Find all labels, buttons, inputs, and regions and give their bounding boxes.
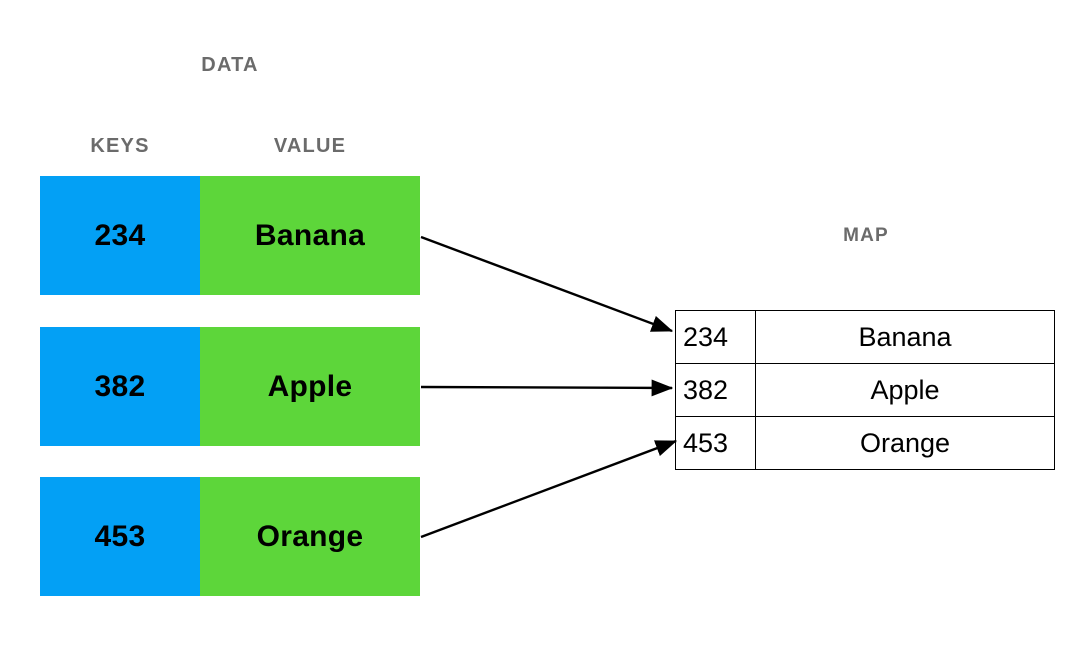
data-key-block: 382 — [40, 327, 200, 446]
arrow-banana-to-map-row-1 — [420, 235, 674, 333]
map-table: 234 Banana 382 Apple 453 Orange — [675, 310, 1055, 470]
data-row: 453 Orange — [40, 477, 420, 596]
data-key-text: 234 — [94, 218, 146, 252]
data-key-text: 453 — [94, 519, 146, 553]
map-table-row: 234 Banana — [675, 310, 1055, 364]
data-key-block: 453 — [40, 477, 200, 596]
map-key-cell: 453 — [675, 416, 756, 470]
data-key-block: 234 — [40, 176, 200, 295]
data-value-block: Orange — [200, 477, 420, 596]
map-value-cell: Apple — [755, 363, 1055, 417]
map-value-cell: Banana — [755, 310, 1055, 364]
map-key-cell: 234 — [675, 310, 756, 364]
data-value-text: Apple — [267, 369, 353, 403]
data-value-block: Apple — [200, 327, 420, 446]
map-key-cell: 382 — [675, 363, 756, 417]
data-value-block: Banana — [200, 176, 420, 295]
data-value-text: Orange — [256, 519, 364, 553]
map-table-row: 382 Apple — [675, 363, 1055, 417]
data-row: 234 Banana — [40, 176, 420, 295]
data-value-text: Banana — [254, 218, 366, 252]
data-row: 382 Apple — [40, 327, 420, 446]
map-section-label: MAP — [843, 225, 889, 246]
value-column-label: VALUE — [273, 135, 347, 157]
arrow-apple-to-map-row-2 — [420, 379, 674, 397]
data-section-label: DATA — [201, 54, 259, 76]
keys-column-label: KEYS — [90, 135, 150, 157]
arrow-orange-to-map-row-3 — [420, 439, 678, 539]
data-key-text: 382 — [94, 369, 146, 403]
map-value-cell: Orange — [755, 416, 1055, 470]
map-table-row: 453 Orange — [675, 416, 1055, 470]
